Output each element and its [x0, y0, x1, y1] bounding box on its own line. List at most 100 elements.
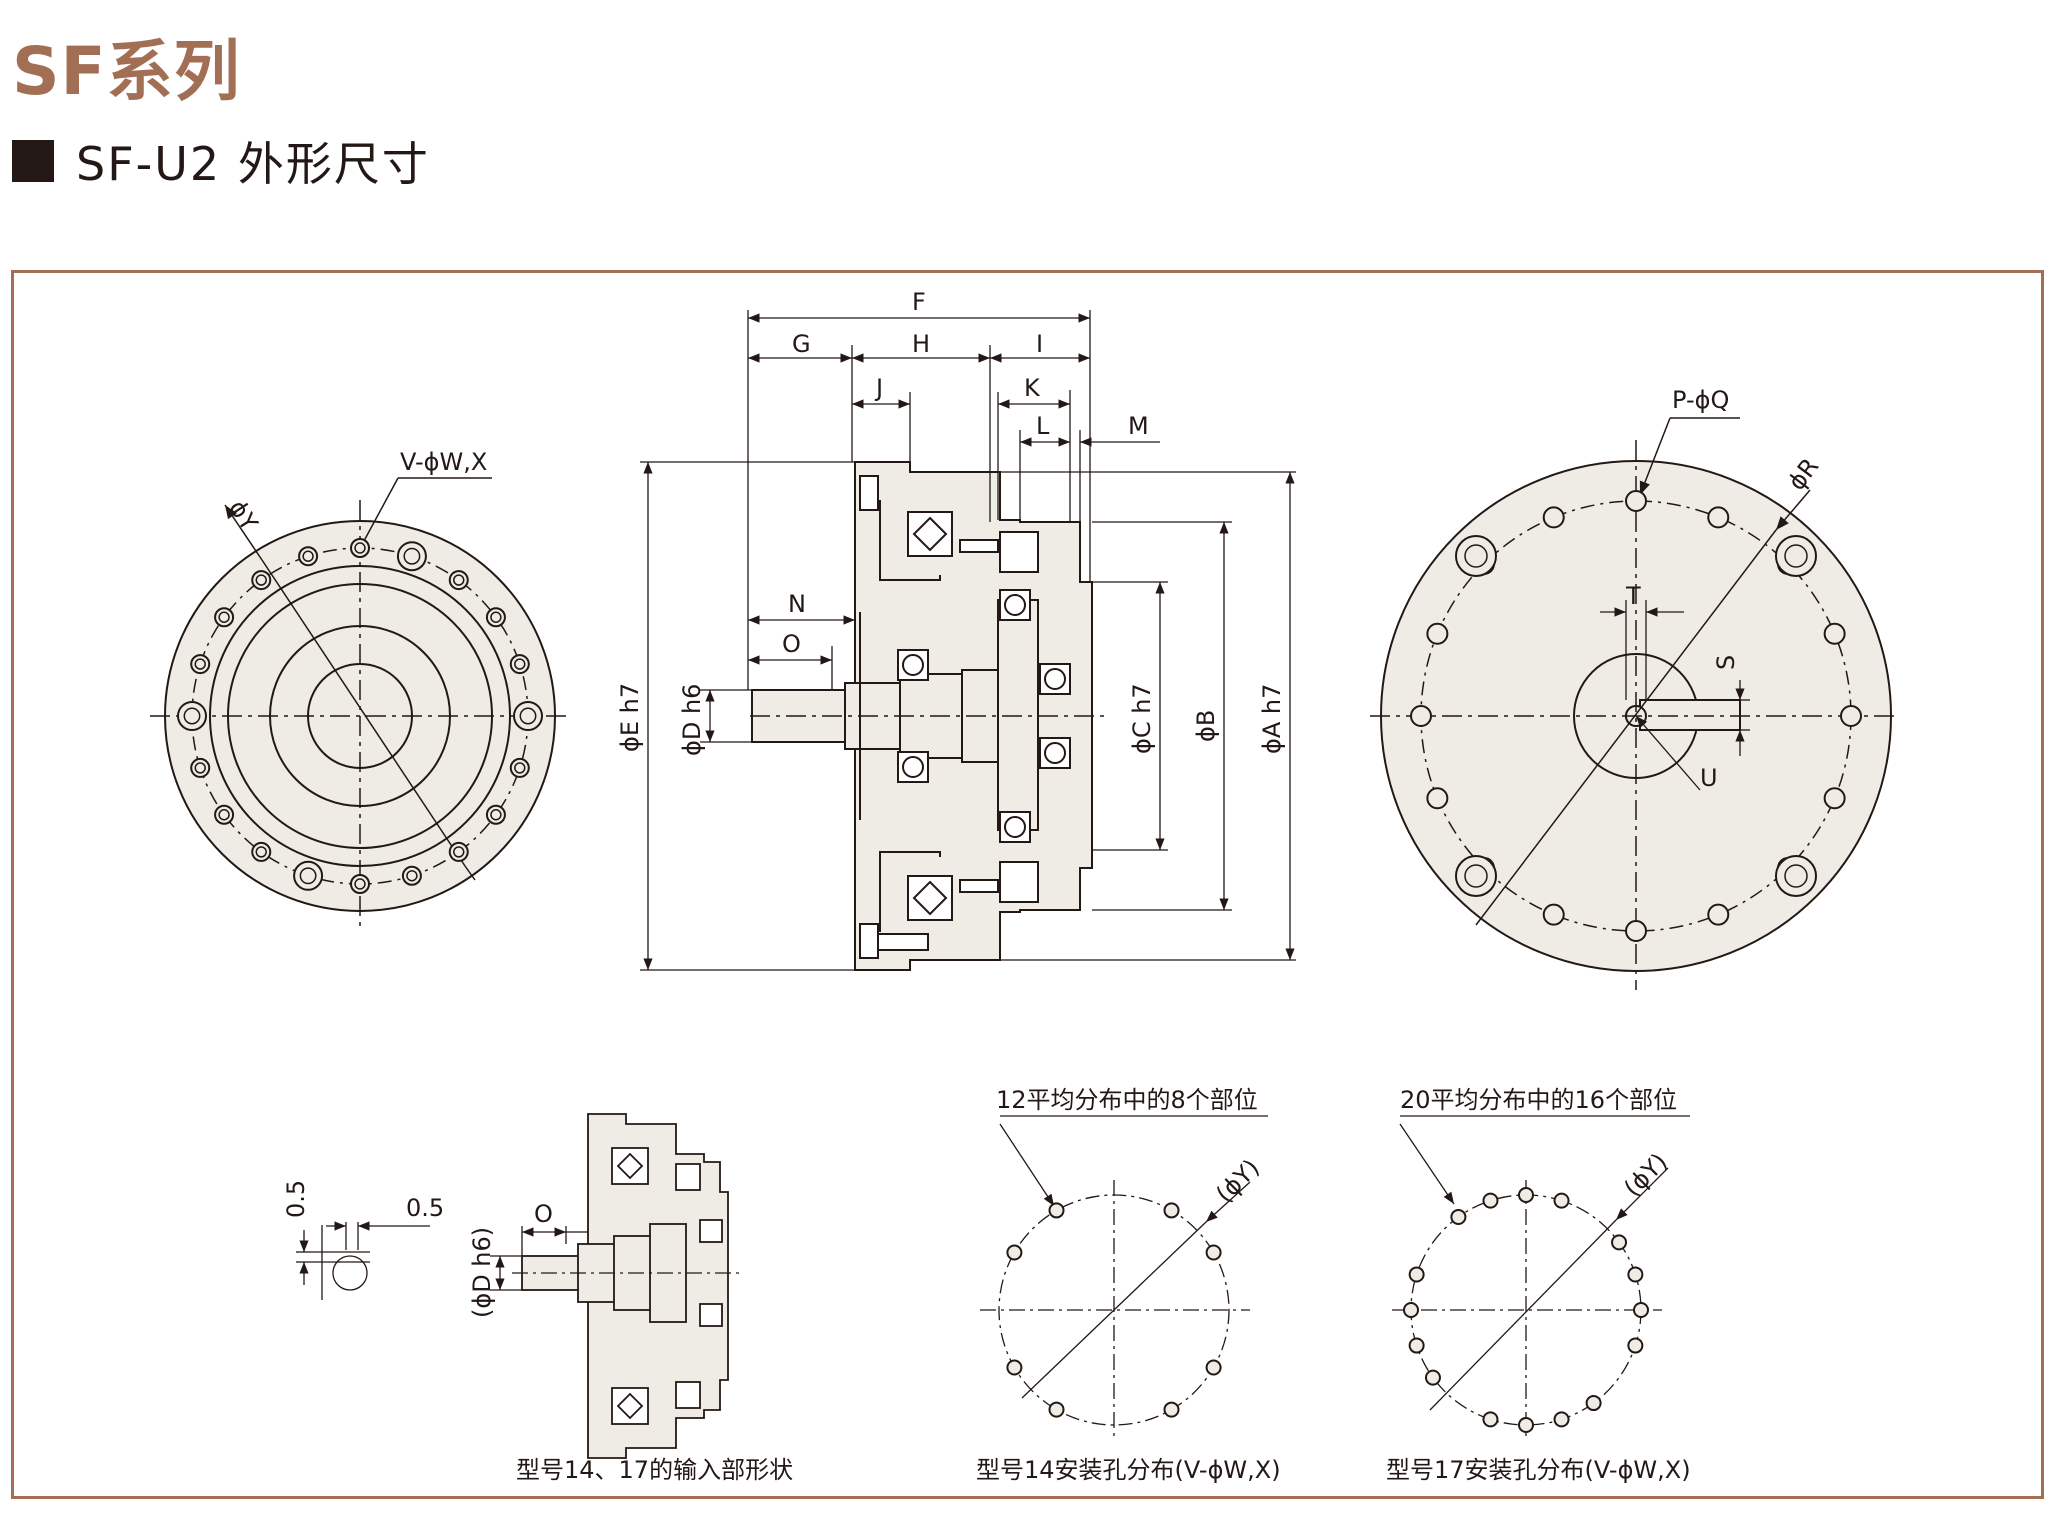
bolt-hole-inner: [406, 870, 418, 882]
label-g: G: [792, 330, 811, 358]
label-half-1: 0.5: [282, 1180, 310, 1218]
bolt-hole: [177, 701, 207, 731]
bolt-hole: [485, 607, 506, 628]
mount-hole: [1006, 1244, 1023, 1261]
label-half-2: 0.5: [406, 1194, 444, 1222]
bolt-hole: [448, 570, 469, 591]
center-dimension-lines: [640, 310, 1296, 971]
label-v-w-x: V-ϕW,X: [400, 448, 487, 476]
label-y-2: (ϕY): [1210, 1154, 1265, 1209]
mount-hole: [1163, 1401, 1180, 1418]
bolt-hole: [214, 607, 235, 628]
input-dimension-lines: [490, 1226, 588, 1291]
right-front-view: [1370, 417, 1900, 990]
mount-hole: [1163, 1202, 1180, 1219]
label-m: M: [1128, 412, 1149, 440]
label-s: S: [1712, 655, 1740, 670]
section-heading: SF-U2 外形尺寸: [12, 128, 430, 194]
caption-model17-bottom: 型号17安装孔分布(V-ϕW,X): [1386, 1456, 1691, 1484]
tapped-hole: [1542, 506, 1565, 529]
mount-hole: [1627, 1266, 1644, 1283]
label-i: I: [1036, 330, 1043, 358]
label-p-q: P-ϕQ: [1672, 386, 1729, 414]
caption-model14-bottom: 型号14安装孔分布(V-ϕW,X): [976, 1456, 1281, 1484]
label-o-2: O: [534, 1200, 553, 1228]
large-hole: [1455, 535, 1497, 577]
large-hole-inner: [1784, 544, 1808, 568]
bolt-hole: [251, 841, 272, 862]
right-bolt-holes: [1410, 490, 1862, 942]
mount-hole: [1006, 1359, 1023, 1376]
drawing-frame: [11, 270, 2044, 1499]
large-hole: [1455, 855, 1497, 897]
label-d-2: (ϕD h6): [468, 1227, 496, 1318]
center-section-view: [750, 461, 1110, 971]
left-front-view: [150, 477, 570, 930]
mount-hole: [1403, 1302, 1419, 1318]
label-h: H: [912, 330, 930, 358]
label-b: ϕB: [1192, 710, 1220, 742]
mount-hole: [1633, 1302, 1649, 1318]
mount-hole: [1450, 1208, 1467, 1225]
mount-hole: [1424, 1369, 1441, 1386]
label-u: U: [1700, 764, 1718, 792]
bolt-hole: [293, 860, 324, 891]
bolt-hole: [396, 541, 427, 572]
bolt-hole: [251, 570, 272, 591]
bolt-hole-inner: [194, 762, 206, 774]
tapped-hole: [1426, 787, 1449, 810]
large-hole-inner: [1784, 864, 1808, 888]
large-hole-inner: [1464, 544, 1488, 568]
bolt-hole: [485, 804, 506, 825]
mount-hole: [1408, 1337, 1425, 1354]
label-o: O: [782, 630, 801, 658]
bolt-hole-inner: [453, 846, 465, 858]
bolt-hole: [214, 804, 235, 825]
label-c: ϕC h7: [1128, 683, 1156, 754]
bolt-hole-inner: [403, 547, 421, 565]
bolt-hole-inner: [514, 658, 526, 670]
large-hole: [1775, 535, 1817, 577]
label-k: K: [1024, 374, 1041, 402]
bolt-hole: [509, 757, 530, 778]
mount-hole: [1048, 1401, 1065, 1418]
bolt-hole-inner: [514, 762, 526, 774]
model14-pattern: [980, 1115, 1268, 1440]
bolt-hole-inner: [255, 846, 267, 858]
tapped-hole: [1625, 490, 1647, 512]
label-y-3: (ϕY): [1618, 1148, 1673, 1203]
bolt-hole-inner: [218, 809, 230, 821]
mount-hole: [1627, 1337, 1644, 1354]
bolt-hole: [190, 757, 211, 778]
bolt-hole: [350, 874, 370, 894]
tapped-hole: [1625, 920, 1647, 942]
label-r: ϕR: [1782, 453, 1824, 496]
bolt-hole-inner: [299, 867, 317, 885]
section-heading-text: SF-U2 外形尺寸: [76, 137, 430, 191]
caption-model17-top: 20平均分布中的16个部位: [1400, 1086, 1677, 1114]
bolt-hole: [509, 654, 530, 675]
bolt-hole-inner: [490, 809, 502, 821]
label-n: N: [788, 590, 806, 618]
model14-holes: [1006, 1202, 1222, 1418]
mount-hole: [1585, 1395, 1602, 1412]
mount-hole: [1048, 1202, 1065, 1219]
tapped-hole: [1542, 903, 1565, 926]
label-a: ϕA h7: [1258, 684, 1286, 754]
caption-model14-top: 12平均分布中的8个部位: [996, 1086, 1258, 1114]
bolt-hole: [350, 538, 370, 558]
label-f: F: [912, 288, 926, 316]
bolt-hole: [190, 654, 211, 675]
bolt-hole-inner: [453, 574, 465, 586]
mount-hole: [1205, 1244, 1222, 1261]
bolt-hole-inner: [255, 574, 267, 586]
mount-hole: [1518, 1187, 1534, 1203]
large-hole: [1775, 855, 1817, 897]
tapped-hole: [1410, 705, 1432, 727]
bolt-hole: [298, 546, 319, 567]
label-d: ϕD h6: [678, 684, 706, 756]
bolt-hole-inner: [354, 542, 366, 554]
tapped-hole: [1823, 622, 1846, 645]
tapped-hole: [1707, 506, 1730, 529]
